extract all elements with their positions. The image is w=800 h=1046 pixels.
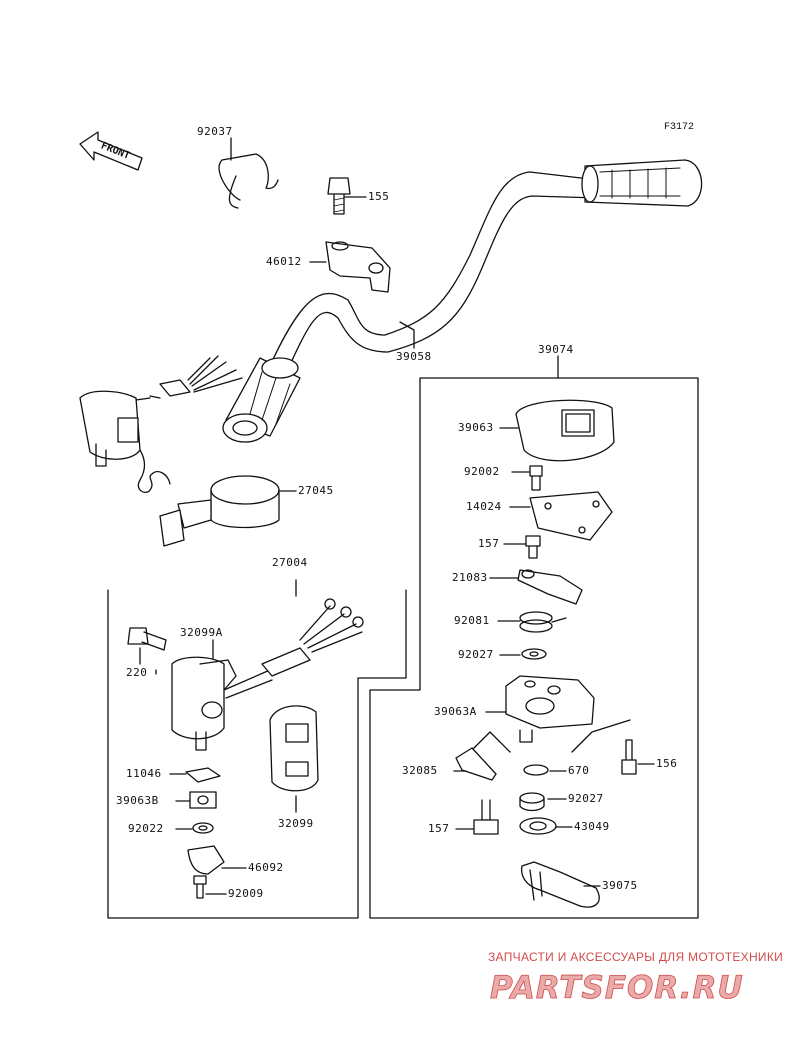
spring-92081 <box>519 611 567 633</box>
clip-92037 <box>218 153 279 209</box>
left-switch-assembly <box>79 355 280 547</box>
collar-92027-bottom <box>519 792 545 812</box>
part-label-32099: 32099 <box>278 817 314 830</box>
part-label-39063A: 39063A <box>434 705 477 718</box>
screw-92009 <box>193 875 207 899</box>
part-label-670: 670 <box>568 764 590 777</box>
part-label-14024: 14024 <box>466 500 502 513</box>
part-label-155: 155 <box>368 190 390 203</box>
watermark-logo: PARTSFOR.RU <box>490 970 744 1006</box>
left-grip <box>222 357 301 443</box>
bolt-156 <box>621 739 637 775</box>
front-direction-arrow: FRONT <box>79 131 143 171</box>
part-label-39058: 39058 <box>396 350 432 363</box>
svg-text:PARTSFOR.RU: PARTSFOR.RU <box>490 970 744 1006</box>
part-label-39063: 39063 <box>458 421 494 434</box>
part-label-39074: 39074 <box>538 343 574 356</box>
bolt-220 <box>127 627 167 651</box>
lever-21083 <box>517 569 583 605</box>
lever-11046 <box>185 767 221 783</box>
washer-92027-top <box>521 648 547 660</box>
housing-39063A <box>469 675 631 753</box>
right-grip <box>581 159 703 207</box>
part-label-92081: 92081 <box>454 614 490 627</box>
collar-39063B <box>189 791 217 809</box>
left-assembly-box <box>107 589 407 919</box>
part-label-92027-top: 92027 <box>458 648 494 661</box>
holder-46012 <box>325 241 391 293</box>
seal-43049 <box>519 817 557 835</box>
washer-92022 <box>192 822 214 834</box>
screw-157-bottom <box>473 799 499 835</box>
lever-39075 <box>520 861 600 908</box>
handlebar-39058 <box>267 171 599 379</box>
part-label-32085: 32085 <box>402 764 438 777</box>
part-label-27045: 27045 <box>298 484 334 497</box>
part-label-21083: 21083 <box>452 571 488 584</box>
part-label-157-top: 157 <box>478 537 500 550</box>
bolt-155 <box>327 177 351 215</box>
figure-code: F3172 <box>664 122 695 133</box>
right-assembly-box <box>369 377 699 919</box>
part-label-92022: 92022 <box>128 822 164 835</box>
watermark-subtitle: ЗАПЧАСТИ И АКСЕССУАРЫ ДЛЯ МОТОТЕХНИКИ <box>488 950 784 964</box>
part-label-39063B: 39063B <box>116 794 159 807</box>
part-label-46012: 46012 <box>266 255 302 268</box>
cam-32085 <box>455 747 497 781</box>
part-label-156: 156 <box>656 757 678 770</box>
knob-46092 <box>187 845 225 875</box>
switch-housing-32099 <box>269 705 319 792</box>
cover-39063 <box>515 399 615 462</box>
part-label-92002: 92002 <box>464 465 500 478</box>
plate-14024 <box>529 491 613 541</box>
part-label-157-bottom: 157 <box>428 822 450 835</box>
screw-157-top <box>525 535 541 559</box>
part-label-32099A: 32099A <box>180 626 223 639</box>
switch-housing-32099A <box>171 598 364 751</box>
part-label-27004: 27004 <box>272 556 308 569</box>
part-label-46092: 46092 <box>248 861 284 874</box>
part-label-43049: 43049 <box>574 820 610 833</box>
part-label-92009: 92009 <box>228 887 264 900</box>
part-label-220: 220 <box>126 666 148 679</box>
part-label-11046: 11046 <box>126 767 162 780</box>
part-label-92027-bottom: 92027 <box>568 792 604 805</box>
part-label-92037: 92037 <box>197 125 233 138</box>
screw-92002 <box>529 465 543 491</box>
oring-670 <box>523 764 549 776</box>
part-label-39075: 39075 <box>602 879 638 892</box>
